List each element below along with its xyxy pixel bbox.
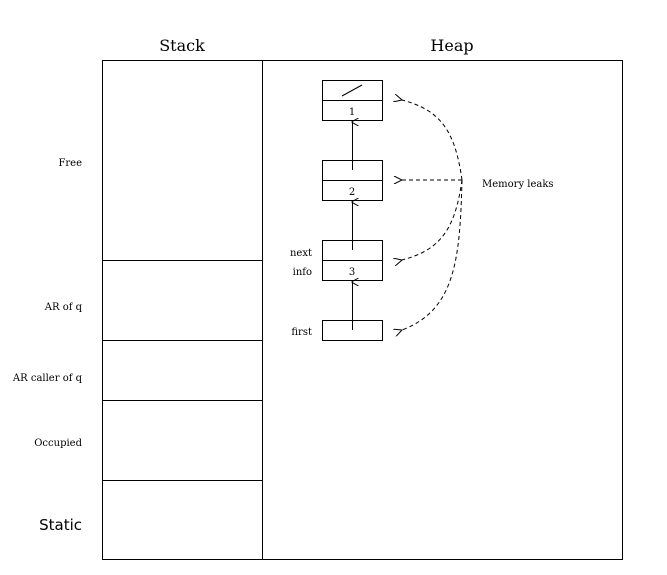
stack-label-ar-caller-of-q: AR caller of q	[12, 373, 83, 384]
node-info-value: 2	[349, 187, 355, 198]
stack-label-static: Static	[39, 516, 82, 534]
node-info-value: 3	[349, 267, 355, 278]
leak-arrow-node3	[402, 179, 463, 260]
leak-arrow-first	[402, 179, 463, 330]
heap-node-1: 1	[322, 80, 383, 121]
heap-column	[262, 60, 623, 560]
stack-label-ar-of-q: AR of q	[44, 302, 83, 313]
field-label-info: info	[293, 267, 312, 278]
heap-header: Heap	[430, 36, 473, 55]
field-label-next: next	[290, 248, 312, 259]
leak-arrow-node1	[402, 100, 463, 181]
memory-leaks-annotation: Memory leaks	[482, 179, 554, 190]
stack-header: Stack	[159, 36, 205, 55]
node-info-value: 1	[349, 107, 355, 118]
stack-label-occupied: Occupied	[34, 438, 82, 449]
null-pointer-slash	[341, 84, 363, 97]
field-label-first: first	[291, 327, 312, 338]
stack-label-free: Free	[58, 158, 82, 169]
stack-column	[102, 60, 263, 560]
